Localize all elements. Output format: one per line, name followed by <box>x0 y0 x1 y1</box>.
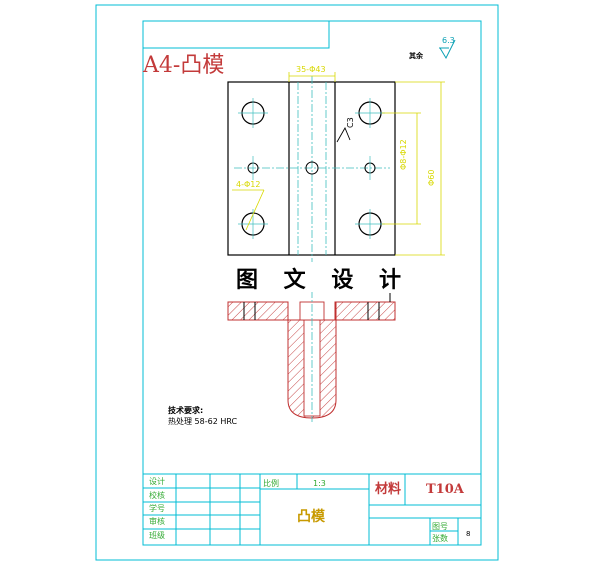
sheet-count-label: 张数 <box>432 534 448 543</box>
title-block-label-class: 班级 <box>149 531 165 540</box>
dimension-vertical-outer: Φ60 <box>427 169 436 186</box>
material-value: T10A <box>426 482 464 497</box>
part-name: 凸模 <box>297 509 325 525</box>
roughness-symbol <box>439 39 456 60</box>
watermark-text: 图 文 设 计 <box>234 268 412 293</box>
roughness-value: 6.3 <box>442 36 455 45</box>
scale-value: 1:3 <box>313 479 326 488</box>
code-box <box>142 20 330 49</box>
sheet-number: 8 <box>466 530 471 538</box>
drawing-number-label: 图号 <box>432 522 448 531</box>
dimension-lines <box>232 72 445 256</box>
title-block-label-student-id: 学号 <box>149 504 165 513</box>
chamfer-mark <box>336 126 351 143</box>
dimension-vertical-inner: Φ8-Φ12 <box>399 139 408 170</box>
dimension-top-width: 35-Φ43 <box>296 65 326 74</box>
tech-requirement-line: 热处理 58-62 HRC <box>168 417 238 426</box>
drawing-title: A4-凸模 <box>143 53 225 78</box>
surface-note: 其余 <box>409 52 423 60</box>
tech-requirements-heading: 技术要求: <box>168 406 204 415</box>
scale-label: 比例 <box>263 479 279 488</box>
top-view <box>227 76 396 262</box>
section-view <box>227 290 396 422</box>
dimension-hole-callout: 4-Φ12 <box>236 180 261 189</box>
title-block-label-design: 设计 <box>149 477 165 486</box>
title-block-label-review: 审核 <box>149 517 165 526</box>
title-block-label-check: 校核 <box>149 491 165 500</box>
outer-frame <box>95 4 499 561</box>
material-label: 材料 <box>375 482 402 497</box>
title-block <box>142 473 482 546</box>
chamfer-label: C3 <box>346 117 355 128</box>
